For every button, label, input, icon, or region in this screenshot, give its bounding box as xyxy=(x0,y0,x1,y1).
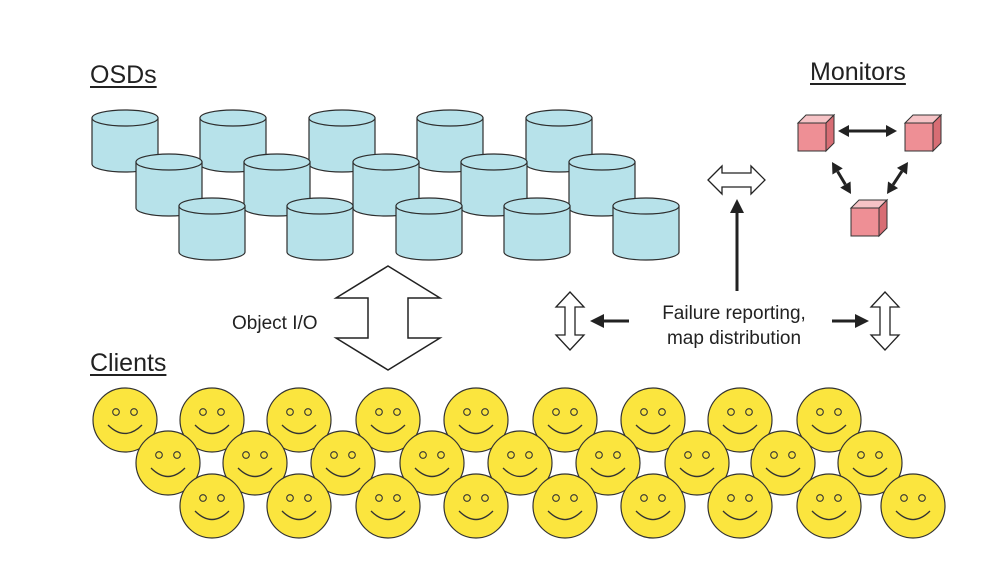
right-vertical-double-arrow-icon xyxy=(869,291,901,351)
client-smiley xyxy=(443,387,509,453)
osds-heading: OSDs xyxy=(90,61,157,89)
client-smiley xyxy=(620,387,686,453)
client-smiley xyxy=(310,430,376,496)
monitor-cube xyxy=(849,198,889,238)
monitors-heading: Monitors xyxy=(810,58,906,86)
monitor-link-arrow xyxy=(838,125,897,137)
client-smiley xyxy=(532,473,598,539)
left-vertical-double-arrow-icon xyxy=(554,291,586,351)
osd-cylinder xyxy=(395,197,463,261)
failure-left-arrow xyxy=(590,314,629,328)
failure-reporting-line1: Failure reporting, xyxy=(662,303,806,324)
osd-cylinder xyxy=(286,197,354,261)
client-smiley xyxy=(532,387,598,453)
client-smiley xyxy=(796,473,862,539)
client-smiley xyxy=(664,430,730,496)
client-smiley xyxy=(135,430,201,496)
client-smiley xyxy=(179,473,245,539)
client-smiley xyxy=(620,473,686,539)
client-smiley xyxy=(355,387,421,453)
failure-up-arrow xyxy=(730,199,744,291)
monitor-cube xyxy=(796,113,836,153)
failure-right-arrow xyxy=(832,314,869,328)
client-smiley xyxy=(443,473,509,539)
clients-heading: Clients xyxy=(90,349,167,377)
failure-reporting-line2: map distribution xyxy=(666,328,802,349)
object-io-double-arrow xyxy=(333,265,443,371)
monitor-cube xyxy=(903,113,943,153)
osd-cylinder xyxy=(199,109,267,173)
client-smiley xyxy=(750,430,816,496)
client-smiley xyxy=(92,387,158,453)
client-population xyxy=(92,387,946,539)
client-smiley xyxy=(399,430,465,496)
osd-cylinder xyxy=(612,197,680,261)
client-smiley xyxy=(707,473,773,539)
monitor-cluster xyxy=(796,113,943,238)
client-smiley xyxy=(575,430,641,496)
osd-cluster xyxy=(91,109,680,261)
object-io-label: Object I/O xyxy=(232,313,318,334)
osd-cylinder xyxy=(178,197,246,261)
monitor-link-arrow xyxy=(832,162,851,194)
osd-cylinder xyxy=(503,197,571,261)
client-smiley xyxy=(796,387,862,453)
client-smiley xyxy=(266,473,332,539)
client-smiley xyxy=(266,387,332,453)
client-smiley xyxy=(487,430,553,496)
client-smiley xyxy=(837,430,903,496)
client-smiley xyxy=(355,473,421,539)
client-smiley xyxy=(880,473,946,539)
monitor-link-arrow xyxy=(887,162,908,194)
client-smiley xyxy=(222,430,288,496)
failure-reporting-label: Failure reporting, map distribution xyxy=(636,301,832,351)
exchange-double-arrow-icon xyxy=(707,164,766,196)
client-smiley xyxy=(179,387,245,453)
client-smiley xyxy=(707,387,773,453)
